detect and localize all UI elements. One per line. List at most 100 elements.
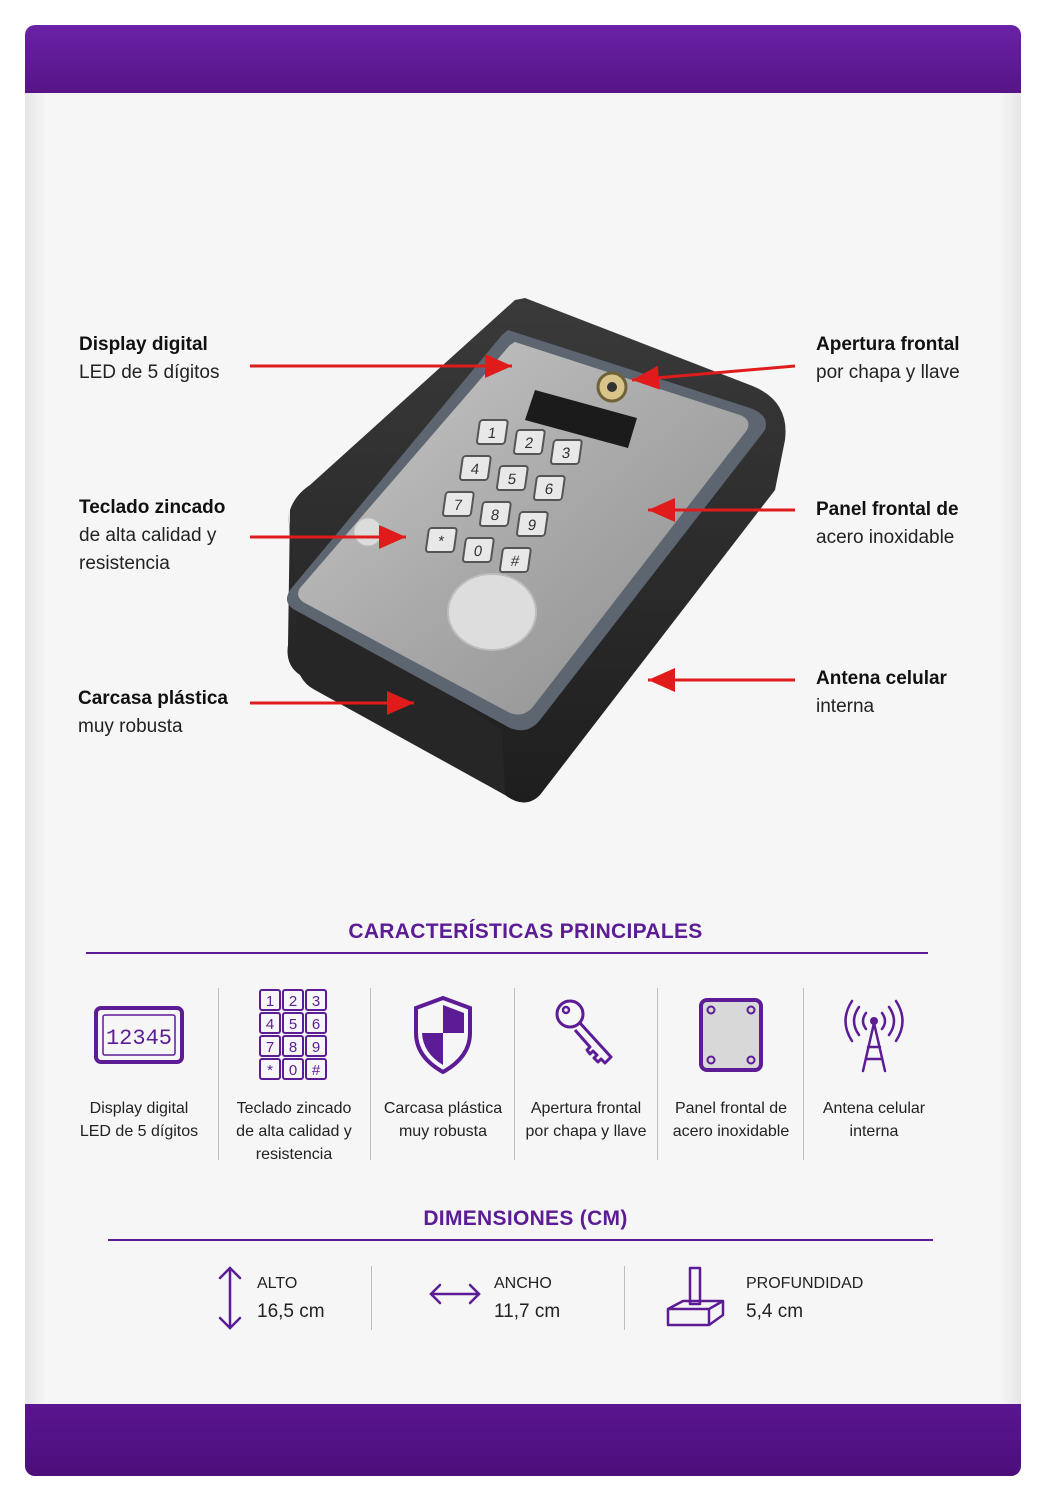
feature-antena-line2: interna	[849, 1123, 899, 1140]
callout-panel: Panel frontal de acero inoxidable	[816, 496, 959, 552]
feature-panel: Panel frontal de acero inoxidable	[661, 985, 801, 1143]
callout-teclado: Teclado zincado de alta calidad y resist…	[79, 494, 225, 578]
callout-display-sub: LED de 5 dígitos	[79, 362, 220, 383]
device-key: 7	[442, 491, 475, 517]
device-key: 5	[496, 465, 529, 491]
svg-text:#: #	[510, 553, 521, 570]
keypad-icon-key-label: 6	[312, 1016, 320, 1033]
dimension-divider	[371, 1266, 372, 1330]
keypad-icon-key	[282, 1012, 304, 1034]
keypad-icon-key-label: 7	[266, 1039, 274, 1056]
ancho-value: 11,7 cm	[494, 1301, 561, 1322]
dimensions-title: DIMENSIONES (CM)	[423, 1207, 628, 1230]
feature-apertura-line1: Apertura frontal	[530, 1100, 642, 1117]
keypad-icon-key	[282, 1058, 304, 1080]
dimension-alto: ALTO 16,5 cm	[215, 1265, 365, 1335]
device-key: 6	[533, 475, 566, 501]
profundidad-value: 5,4 cm	[746, 1301, 804, 1322]
device-key: #	[499, 547, 532, 573]
feature-display-line1: Display digital	[89, 1100, 189, 1117]
callout-antena: Antena celular interna	[816, 665, 947, 721]
keypad-icon-key	[305, 1035, 327, 1057]
feature-antena-line1: Antena celular	[822, 1100, 926, 1117]
feature-carcasa-line2: muy robusta	[398, 1123, 488, 1140]
callout-teclado-sub1: de alta calidad y	[79, 525, 217, 546]
device-key: 3	[550, 439, 583, 465]
keypad-icon-key-label: 1	[266, 993, 274, 1010]
keypad-icon-key	[259, 1058, 281, 1080]
feature-divider	[803, 988, 804, 1160]
top-band	[25, 25, 1021, 93]
keypad-icon-key-label: *	[267, 1062, 273, 1079]
device-key: 9	[516, 511, 549, 537]
keypad-icon-key-label: 0	[289, 1062, 297, 1079]
svg-text:6: 6	[544, 481, 555, 498]
feature-display: 12345 Display digital LED de 5 dígitos	[69, 985, 209, 1143]
feature-apertura: Apertura frontal por chapa y llave	[516, 985, 656, 1143]
svg-text:1: 1	[487, 425, 498, 442]
svg-text:8: 8	[490, 507, 501, 524]
ancho-label: ANCHO	[494, 1275, 552, 1292]
callout-apertura-sub: por chapa y llave	[816, 362, 960, 383]
features-title: CARACTERÍSTICAS PRINCIPALES	[348, 920, 703, 943]
device-keypad: 1 2 3 456 7 8 9 * 0 #	[425, 419, 583, 573]
svg-text:2: 2	[524, 435, 535, 452]
led-display-icon-text: 12345	[106, 1026, 172, 1051]
keypad-icon-key-label: 5	[289, 1016, 297, 1033]
feature-panel-line1: Panel frontal de	[674, 1100, 788, 1117]
svg-text:9: 9	[527, 517, 538, 534]
callout-carcasa-title: Carcasa plástica	[78, 688, 228, 709]
dimensions-rule	[108, 1239, 933, 1241]
callout-carcasa: Carcasa plástica muy robusta	[78, 685, 228, 741]
callout-apertura: Apertura frontal por chapa y llave	[816, 331, 960, 387]
features-rule	[86, 952, 928, 954]
feature-teclado-line2: de alta calidad y	[236, 1123, 352, 1140]
feature-carcasa: Carcasa plástica muy robusta	[373, 985, 513, 1143]
bottom-band	[25, 1404, 1021, 1476]
svg-text:7: 7	[453, 497, 464, 514]
feature-divider	[514, 988, 515, 1160]
antenna-icon	[844, 999, 904, 1073]
device-key: 0	[462, 537, 495, 563]
keypad-icon-key	[305, 989, 327, 1011]
keypad-icon-key-label: 4	[266, 1016, 274, 1033]
keypad-icon-key	[282, 989, 304, 1011]
feature-teclado-line3: resistencia	[255, 1146, 333, 1163]
callout-panel-title: Panel frontal de	[816, 499, 959, 520]
feature-divider	[657, 988, 658, 1160]
feature-panel-line2: acero inoxidable	[672, 1123, 790, 1140]
device-key: 8	[479, 501, 512, 527]
device-key: 2	[513, 429, 546, 455]
arrow-apertura	[631, 364, 796, 390]
intercom-device-image: 1 2 3 456 7 8 9 * 0 #	[286, 298, 786, 803]
svg-text:*: *	[437, 533, 445, 550]
callout-apertura-title: Apertura frontal	[816, 334, 960, 355]
callout-panel-sub: acero inoxidable	[816, 527, 955, 548]
horizontal-arrow-icon	[429, 1283, 481, 1305]
shield-icon	[414, 995, 472, 1075]
dimension-divider	[624, 1266, 625, 1330]
callout-display: Display digital LED de 5 dígitos	[79, 331, 219, 387]
callout-carcasa-sub: muy robusta	[78, 716, 183, 737]
device-key: 4	[459, 455, 492, 481]
key-icon	[555, 999, 613, 1065]
callout-arrows	[250, 354, 796, 715]
keypad-icon-key	[305, 1058, 327, 1080]
svg-text:3: 3	[561, 445, 572, 462]
keypad-icon-key	[282, 1035, 304, 1057]
vertical-arrow-icon	[218, 1266, 242, 1330]
feature-divider	[218, 988, 219, 1160]
keypad-icon-key	[259, 989, 281, 1011]
callout-display-title: Display digital	[79, 334, 208, 355]
dimension-profundidad: PROFUNDIDAD 5,4 cm	[665, 1265, 895, 1335]
plate-icon	[699, 998, 763, 1072]
svg-text:0: 0	[473, 543, 484, 560]
callout-antena-title: Antena celular	[816, 668, 947, 689]
depth-icon	[666, 1266, 725, 1327]
keypad-icon-key-label: 3	[312, 993, 320, 1010]
profundidad-label: PROFUNDIDAD	[746, 1275, 864, 1292]
svg-text:4: 4	[470, 461, 481, 478]
alto-value: 16,5 cm	[257, 1301, 325, 1322]
feature-divider	[370, 988, 371, 1160]
